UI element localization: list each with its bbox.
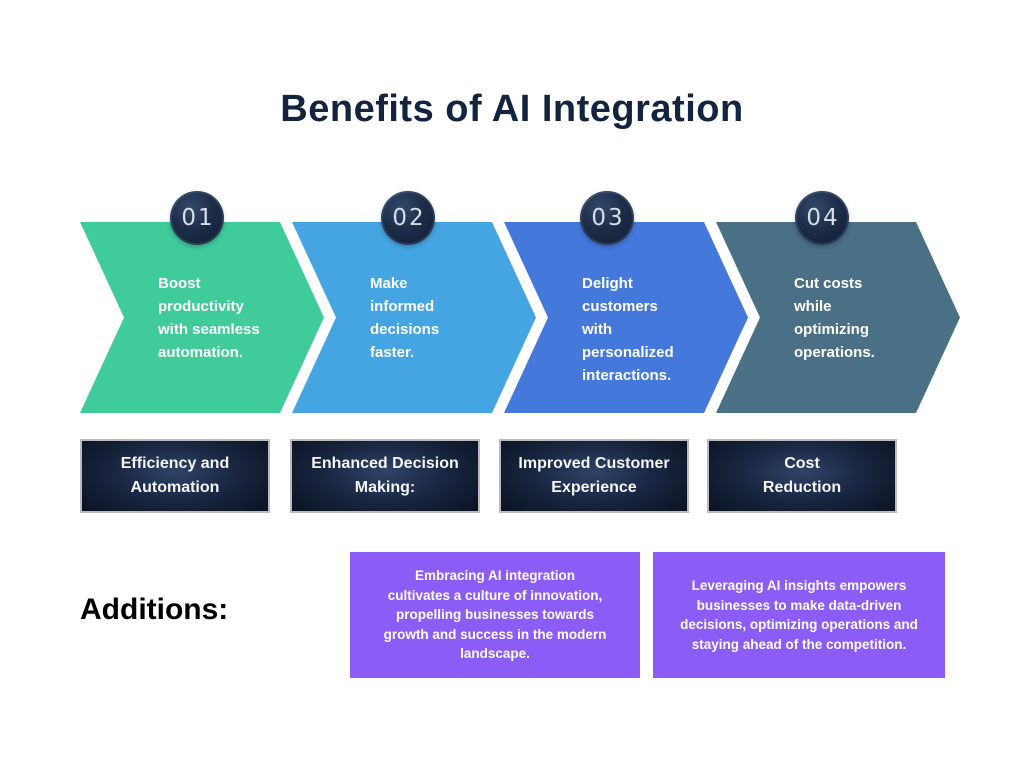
step-1-number: 01 <box>181 205 215 231</box>
step-3-description: Delight customers with personalized inte… <box>582 275 674 384</box>
addition-note-1: Embracing AI integration cultivates a cu… <box>350 552 640 678</box>
step-1-label: Efficiency and Automation <box>120 455 230 496</box>
step-2-description: Make informed decisions faster. <box>370 275 440 361</box>
step-3-label-box: Improved Customer Experience <box>499 439 689 513</box>
step-2-number: 02 <box>392 205 426 231</box>
step-4-label: Cost Reduction <box>762 455 842 496</box>
addition-note-2: Leveraging AI insights empowers business… <box>653 552 945 678</box>
additions-heading: Additions: <box>80 593 229 626</box>
step-2-label: Enhanced Decision Making: <box>311 455 459 496</box>
addition-note-1-text: Embracing AI integration cultivates a cu… <box>383 568 607 662</box>
step-2-number-badge: 02 <box>381 191 435 245</box>
step-4-description: Cut costs while optimizing operations. <box>794 275 875 361</box>
step-3-number: 03 <box>591 205 625 231</box>
step-1-number-badge: 01 <box>170 191 224 245</box>
step-4-number-badge: 04 <box>795 191 849 245</box>
page-title: Benefits of AI Integration <box>280 88 744 130</box>
addition-note-2-text: Leveraging AI insights empowers business… <box>680 578 918 652</box>
step-4-number: 04 <box>806 205 840 231</box>
step-2-label-box: Enhanced Decision Making: <box>290 439 480 513</box>
step-4-label-box: Cost Reduction <box>707 439 897 513</box>
step-3-number-badge: 03 <box>580 191 634 245</box>
step-1-arrow: Boost productivity with seamless automat… <box>80 222 324 413</box>
step-3-arrow: Delight customers with personalized inte… <box>504 222 748 413</box>
step-2-arrow: Make informed decisions faster. <box>292 222 536 413</box>
step-4-arrow: Cut costs while optimizing operations. <box>716 222 960 413</box>
step-3-label: Improved Customer Experience <box>518 455 670 496</box>
step-1-label-box: Efficiency and Automation <box>80 439 270 513</box>
step-1-description: Boost productivity with seamless automat… <box>158 275 260 361</box>
